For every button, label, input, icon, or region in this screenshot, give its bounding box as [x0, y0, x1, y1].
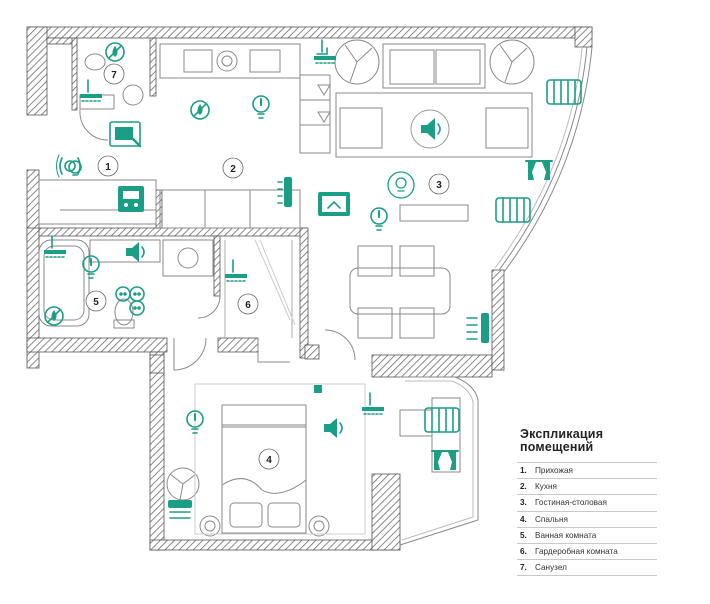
legend-row: 5. Ванная комната	[517, 526, 657, 543]
legend-row: 1. Прихожая	[517, 462, 657, 478]
dimmer-lamp-icon	[387, 171, 415, 199]
room-marker-6: 6	[237, 293, 259, 315]
window-bay	[399, 376, 479, 546]
room-number: 6	[245, 300, 251, 311]
furniture	[38, 39, 535, 537]
room-marker-1: 1	[97, 155, 119, 177]
floor-heating-icon	[314, 39, 336, 64]
touch-panel-icon	[318, 192, 350, 216]
ceiling-lamp-icon	[82, 255, 100, 279]
smart-icons	[44, 39, 582, 519]
ceiling-lamp-icon	[186, 410, 204, 434]
room-marker-5: 5	[85, 290, 107, 312]
ceiling-lamp-icon	[370, 207, 388, 231]
water-leak-sensor-icon	[190, 100, 210, 120]
ceiling-lamp-icon	[68, 160, 82, 176]
room-number: 2	[230, 164, 236, 175]
floor-heating-icon	[362, 392, 384, 415]
window-curved	[494, 46, 593, 273]
room-legend: Экспликация помещений 1. Прихожая 2. Кух…	[517, 427, 657, 577]
room-markers: 1 2 3 4 5 6 7	[85, 63, 450, 470]
thermostat-icon	[118, 186, 144, 212]
motion-sensor-icon	[56, 154, 81, 178]
room-number: 3	[436, 180, 442, 191]
room-number: 5	[93, 297, 99, 308]
legend-row: 2. Кухня	[517, 478, 657, 494]
legend-row: 4. Спальня	[517, 510, 657, 527]
water-leak-sensor-icon	[44, 306, 64, 326]
room-marker-7: 7	[103, 63, 125, 85]
legend-row: 6. Гардеробная комната	[517, 542, 657, 559]
speaker-icon	[410, 109, 450, 149]
legend-row: 3. Гостиная-столовая	[517, 494, 657, 510]
curtain-icon	[431, 450, 459, 470]
room-number: 7	[111, 70, 117, 81]
room-number: 1	[105, 162, 111, 173]
radiator-icon	[546, 79, 582, 105]
floor-heating-icon	[225, 259, 247, 282]
floor-heating-icon	[80, 79, 102, 102]
radiator-icon	[314, 385, 322, 393]
ceiling-lamp-icon	[252, 95, 270, 119]
outlet-icon	[115, 286, 145, 316]
radiator-icon	[277, 177, 292, 207]
speaker-icon	[324, 418, 343, 438]
walls	[26, 26, 593, 551]
speaker-icon	[126, 242, 145, 262]
legend-row: 7. Санузел	[517, 559, 657, 577]
touch-panel-icon	[109, 121, 142, 148]
floor-heating-icon	[44, 235, 66, 258]
room-marker-4: 4	[258, 448, 280, 470]
curtain-icon	[525, 160, 553, 180]
radiator-icon	[168, 500, 192, 519]
water-leak-sensor-icon	[105, 42, 125, 62]
legend-title: Экспликация помещений	[520, 427, 604, 454]
radiator-icon	[424, 407, 460, 433]
radiator-icon	[466, 313, 489, 343]
room-number: 4	[266, 455, 272, 466]
room-marker-3: 3	[428, 173, 450, 195]
radiator-icon	[495, 197, 531, 223]
room-marker-2: 2	[222, 157, 244, 179]
